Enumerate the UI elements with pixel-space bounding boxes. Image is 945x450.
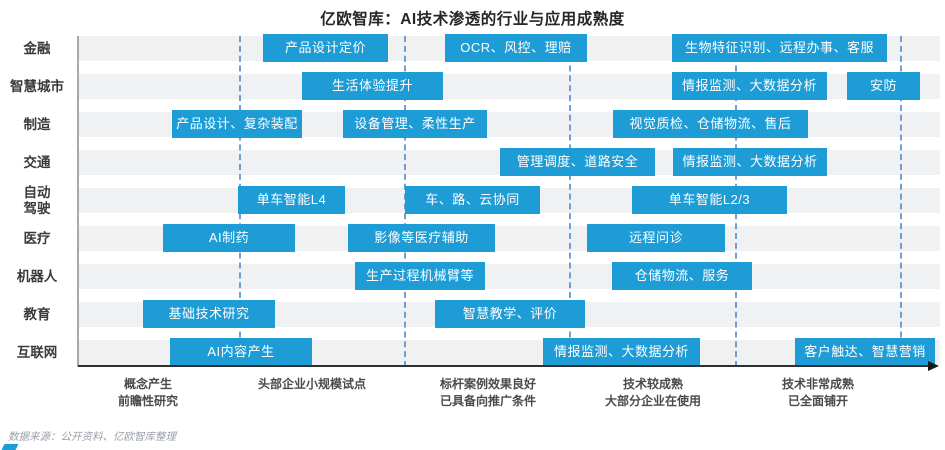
source-note: 数据来源：公开资料、亿欧智库整理 <box>8 431 176 443</box>
x-axis-line <box>78 365 930 367</box>
maturity-bar: 生活体验提升 <box>302 72 443 100</box>
row-band <box>79 264 940 289</box>
stage-gridline-3 <box>569 36 571 367</box>
y-axis-line <box>77 36 79 367</box>
maturity-bar: 车、路、云协同 <box>405 186 540 214</box>
corner-logo-mark <box>1 444 19 450</box>
row-label-8: 教育 <box>23 306 51 322</box>
row-label-2: 智慧城市 <box>10 78 64 94</box>
row-label-7: 机器人 <box>16 268 58 284</box>
maturity-bar: 产品设计、复杂装配 <box>172 110 302 138</box>
maturity-bar: 管理调度、道路安全 <box>500 148 655 176</box>
stage-label-5: 技术非常成熟 已全面铺开 <box>781 377 854 408</box>
maturity-bar: 设备管理、柔性生产 <box>343 110 487 138</box>
maturity-bar: 情报监测、大数据分析 <box>673 148 827 176</box>
stage-label-4: 技术较成熟 大部分企业在使用 <box>604 377 701 408</box>
stage-label-1: 概念产生 前瞻性研究 <box>117 377 178 408</box>
maturity-bar: 情报监测、大数据分析 <box>543 338 700 366</box>
row-label-4: 交通 <box>23 154 51 170</box>
maturity-bar: 生物特征识别、远程办事、客服 <box>672 34 887 62</box>
maturity-bar: AI制药 <box>163 224 295 252</box>
row-label-6: 医疗 <box>23 230 51 246</box>
row-label-1: 金融 <box>23 40 51 56</box>
maturity-bar: 智慧教学、评价 <box>435 300 585 328</box>
maturity-bar: 基础技术研究 <box>143 300 275 328</box>
chart-title: 亿欧智库：AI技术渗透的行业与应用成熟度 <box>320 11 625 28</box>
maturity-bar: 仓储物流、服务 <box>612 262 752 290</box>
row-label-3: 制造 <box>23 116 51 132</box>
maturity-bar: 产品设计定价 <box>263 34 388 62</box>
stage-gridline-5 <box>900 36 902 367</box>
maturity-bar: 视觉质检、仓储物流、售后 <box>613 110 808 138</box>
row-label-9: 互联网 <box>16 344 58 360</box>
maturity-bar: OCR、风控、理赔 <box>445 34 587 62</box>
maturity-bar: 单车智能L2/3 <box>632 186 787 214</box>
stage-label-2: 头部企业小规模试点 <box>257 377 366 391</box>
x-axis-arrow-icon <box>928 360 939 371</box>
maturity-bar: 远程问诊 <box>587 224 725 252</box>
maturity-bar: AI内容产生 <box>170 338 312 366</box>
maturity-bar: 影像等医疗辅助 <box>348 224 495 252</box>
maturity-bar: 情报监测、大数据分析 <box>672 72 827 100</box>
maturity-bar: 安防 <box>847 72 920 100</box>
stage-label-3: 标杆案例效果良好 已具备向推广条件 <box>439 377 536 408</box>
maturity-bar: 生产过程机械臂等 <box>355 262 485 290</box>
maturity-bar: 单车智能L4 <box>238 186 345 214</box>
maturity-bar: 客户触达、智慧营销 <box>795 338 935 366</box>
row-label-5: 自动 驾驶 <box>23 184 51 216</box>
